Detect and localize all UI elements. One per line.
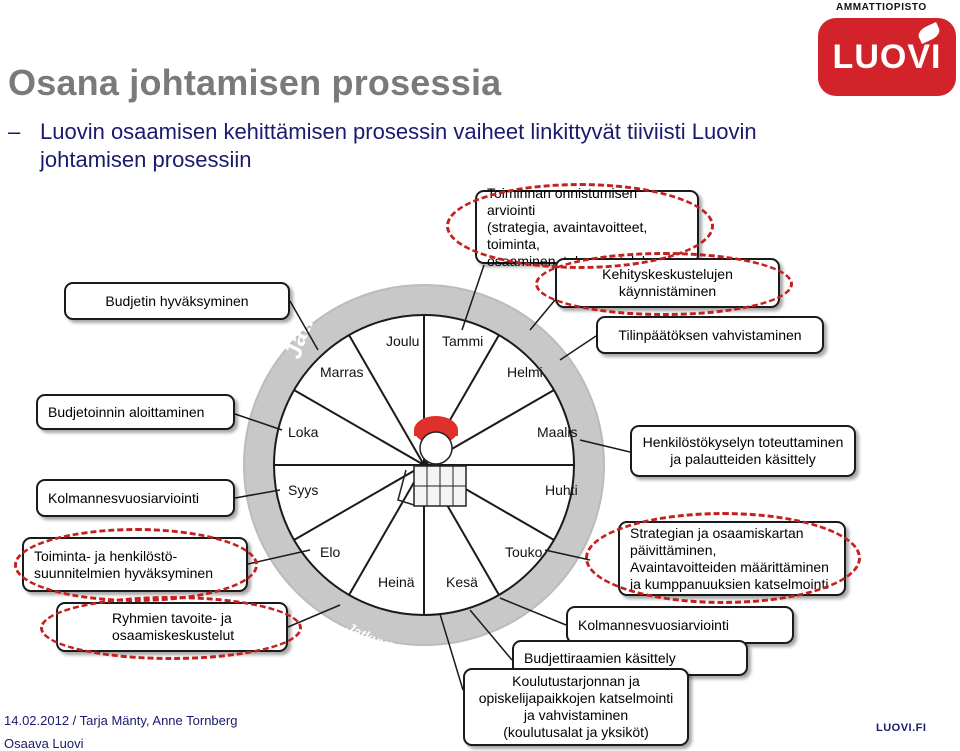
month-huhti: Huhti [545,482,578,498]
box-budjetin-hyvaksyminen: Budjetin hyväksyminen [64,282,290,320]
connector [289,300,319,351]
connector [234,413,283,431]
connector [439,613,464,691]
box-koulutustarjonta: Koulutustarjonnan ja opiskelijapaikkojen… [463,668,689,746]
footer-org: Osaava Luovi [4,736,84,751]
box-henkilostokysely: Henkilöstökyselyn toteuttaminen ja palau… [630,425,856,477]
box-line: Tilinpäätöksen vahvistaminen [618,326,802,343]
highlight-ellipse [585,512,861,604]
logo-brand-text: LUOVI [832,37,942,76]
box-budjetointi: Budjetoinnin aloittaminen [36,394,235,430]
connector [529,299,556,331]
connector [544,549,591,561]
connector [247,549,311,565]
box-line: Kolmannesvuosiarviointi [578,616,729,633]
month-joulu: Joulu [386,333,419,349]
footer-url[interactable]: LUOVI.FI [876,722,927,734]
month-maalis: Maalis [537,424,577,440]
month-kesa: Kesä [446,574,478,590]
highlight-ellipse [535,252,793,316]
bullet-dash: – [8,119,21,144]
connector [579,439,631,453]
footer-date-authors: 14.02.2012 / Tarja Mänty, Anne Tornberg [4,713,238,728]
month-tammi: Tammi [442,333,483,349]
box-line: Kolmannesvuosiarviointi [48,489,199,506]
month-marras: Marras [320,364,364,380]
box-kolmannes-right: Kolmannesvuosiarviointi [566,606,794,644]
month-helmi: Helmi [507,364,543,380]
month-elo: Elo [320,544,340,560]
slide-title: Osana johtamisen prosessia [8,62,502,103]
box-kolmannes-left: Kolmannesvuosiarviointi [36,479,235,517]
box-line: Budjetin hyväksyminen [105,292,249,309]
logo-caption: AMMATTIOPISTO [836,2,927,13]
connector [461,264,485,331]
connector [499,597,567,626]
box-line: opiskelijapaikkojen katselmointi [478,690,674,706]
month-heina: Heinä [378,574,415,590]
bullet-text: Luovin osaamisen kehittämisen prosessin … [40,119,757,172]
box-line: Budjettiraamien käsittely [524,649,676,666]
connector [234,489,281,499]
month-syys: Syys [288,482,318,498]
box-line: ja vahvistaminen [523,707,629,723]
box-line: ja palautteiden käsittely [670,451,816,467]
box-line: Henkilöstökyselyn toteuttaminen [642,434,844,450]
connector [469,609,513,661]
box-tilinpaatos: Tilinpäätöksen vahvistaminen [596,316,824,354]
box-line: (koulutusalat ja yksiköt) [503,724,649,740]
connector [559,335,597,361]
box-line: Koulutustarjonnan ja [512,673,640,689]
month-loka: Loka [288,424,319,440]
highlight-ellipse [40,596,302,660]
connector-lines [234,264,631,691]
highlight-ellipse [14,528,258,602]
person-with-map-icon [397,416,467,507]
box-line: Budjetoinnin aloittaminen [48,403,205,420]
month-touko: Touko [505,544,543,560]
spoke [293,389,555,541]
wheel-spokes [274,315,574,615]
